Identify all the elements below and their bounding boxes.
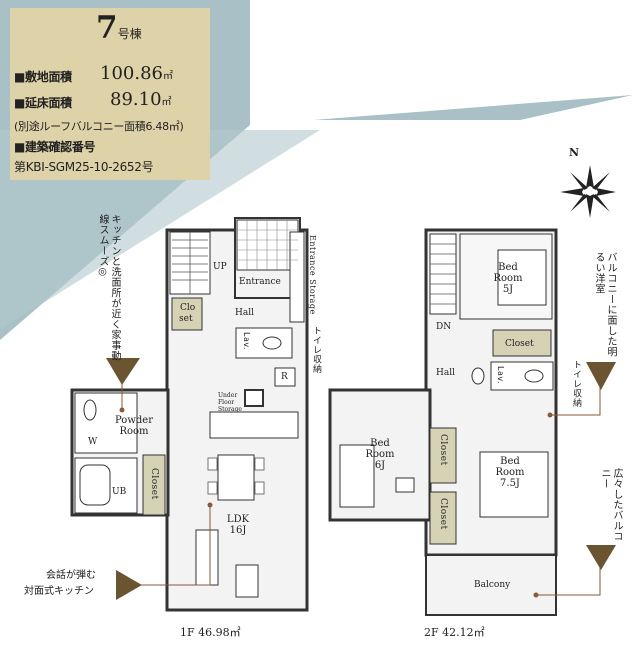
- entrance-tiles: [237, 220, 298, 270]
- permit-label: ■建築確認番号: [14, 140, 96, 154]
- sink-1f: [83, 399, 97, 421]
- bathtub: [79, 464, 111, 506]
- balcony-note: (別途ルーフバルコニー面積6.48㎡): [14, 120, 184, 133]
- closet-small-label-2: set: [179, 314, 193, 324]
- closet-small-label-1: Clo: [180, 303, 196, 313]
- floor-area-label: ■延床面積: [14, 96, 72, 110]
- stair-up-label: UP: [213, 262, 227, 272]
- hall-1f-label: Hall: [235, 308, 254, 318]
- callout-bright-room: バルコニーに面した明るい洋室: [593, 252, 616, 357]
- entrance-storage-label: Entrance Storage: [308, 235, 317, 315]
- toilet-storage-2f-label: トイレ収納: [571, 360, 581, 408]
- floor2-area: 2F 42.12㎡: [424, 626, 485, 639]
- callout-wide-balcony: 広々したバルコニー: [599, 468, 622, 542]
- stair-down-label: DN: [436, 322, 452, 332]
- stairs-2f: [430, 243, 456, 305]
- north-label: N: [569, 146, 580, 159]
- callout-face-kitchen-2: 対面式キッチン: [24, 586, 94, 597]
- toilet-1f: [262, 336, 282, 350]
- hall-2f-label: Hall: [436, 368, 455, 378]
- permit-number: 第KBI-SGM25-10-2652号: [14, 160, 154, 174]
- washer-label: W: [88, 437, 98, 447]
- stairs-1f: [172, 232, 208, 294]
- closet-2f-b-label: Closet: [438, 498, 448, 530]
- lav-1f-label: Lav.: [242, 332, 251, 351]
- floor-area-value: 89.10㎡: [110, 89, 172, 110]
- lav-2f-label: Lav.: [496, 366, 505, 385]
- building-info-panel: 7号棟 ■敷地面積 100.86㎡ ■延床面積 89.10㎡ (別途ルーフバルコ…: [10, 8, 210, 180]
- callout-arrows: [106, 358, 616, 600]
- floor2-plan: [328, 228, 558, 616]
- floor1-area: 1F 46.98㎡: [180, 626, 241, 639]
- toilet-2f: [524, 369, 544, 383]
- refrigerator-label: R: [281, 372, 288, 382]
- north-compass: [560, 165, 616, 218]
- unit-bath-label: UB: [112, 487, 127, 497]
- site-area-value: 100.86㎡: [100, 63, 173, 84]
- sink-2f: [471, 367, 485, 385]
- toilet-storage-1f-label: トイレ収納: [311, 326, 321, 374]
- callout-kitchen-line: キッチンと洗面所が近く家事動線スムーズ◎: [97, 214, 120, 361]
- closet-top-label: Closet: [505, 339, 534, 349]
- closet-1f-label: Closet: [149, 468, 159, 500]
- callout-face-kitchen-1: 会話が弾む: [46, 570, 96, 581]
- site-area-label: ■敷地面積: [14, 70, 72, 84]
- balcony-label: Balcony: [474, 580, 511, 590]
- dining-chairs: [207, 457, 265, 495]
- callout-dots: [119, 407, 553, 598]
- entrance-label: Entrance: [239, 277, 281, 287]
- building-number: 7号棟: [96, 10, 142, 46]
- closet-2f-a-label: Closet: [438, 434, 448, 466]
- background-white: [250, 0, 633, 125]
